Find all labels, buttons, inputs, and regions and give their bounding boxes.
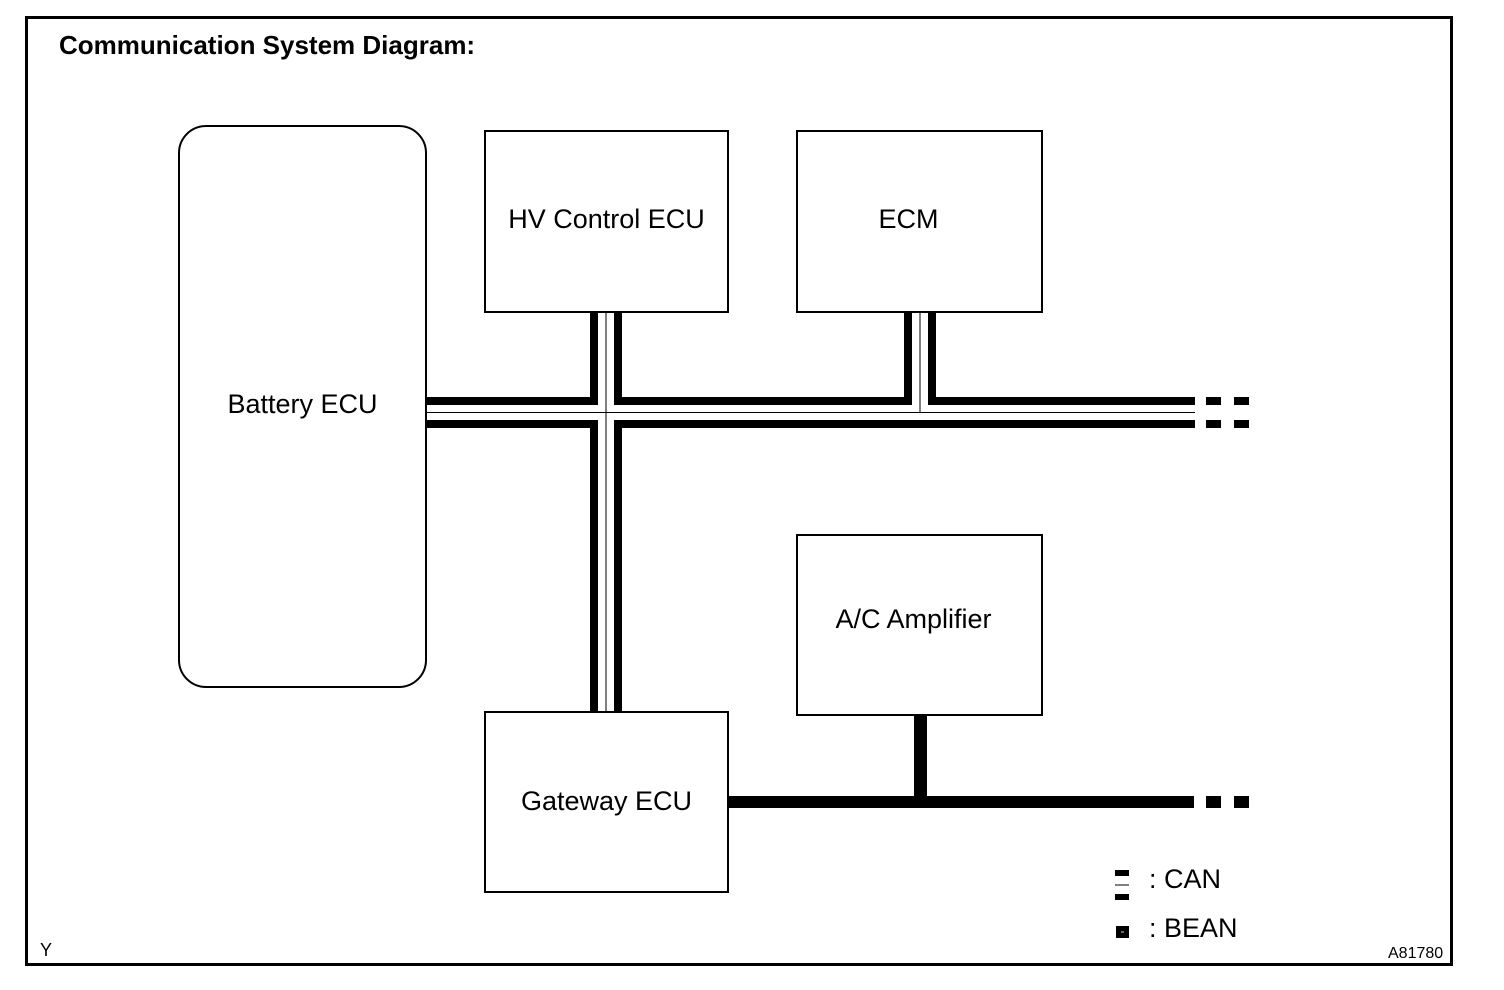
legend-can-symbol (1115, 870, 1129, 900)
ecm-label: ECM (878, 204, 939, 234)
can-bus-ecm-drop (904, 313, 936, 412)
bean-bus (729, 716, 1249, 808)
hv-control-ecu-box: HV Control ECU (484, 130, 729, 313)
hv-control-ecu-label: HV Control ECU (508, 204, 705, 234)
can-bus-vertical (590, 313, 622, 711)
diagram-frame (25, 16, 1453, 966)
ecm-box: ECM (796, 130, 1043, 313)
corner-letter: Y (40, 940, 53, 960)
can-bus-continuation (1206, 397, 1249, 428)
legend-bean-symbol (1116, 926, 1129, 938)
gateway-ecu-label: Gateway ECU (520, 785, 693, 816)
diagram-title: Communication System Diagram: (59, 30, 476, 60)
can-bus-horizontal (427, 397, 1195, 428)
battery-ecu-box: Battery ECU (178, 125, 427, 688)
gateway-ecu-box: Gateway ECU (484, 711, 729, 893)
battery-ecu-label: Battery ECU (227, 389, 378, 419)
legend-bean-label: : BEAN (1149, 913, 1238, 943)
figure-id: A81780 (1388, 945, 1444, 962)
legend-can-label: : CAN (1149, 864, 1222, 894)
ac-amplifier-box: A/C Amplifier (796, 534, 1043, 716)
ac-amplifier-label: A/C Amplifier (835, 603, 992, 634)
